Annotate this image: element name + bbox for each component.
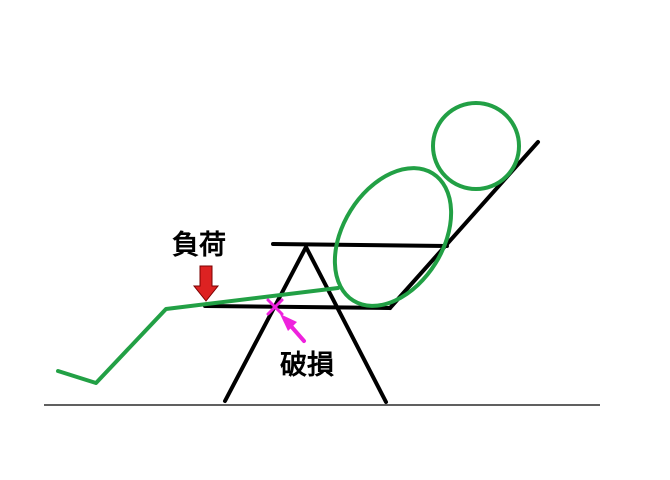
person-head [431,101,521,191]
damage-label: 破損 [280,350,334,381]
chair [203,140,540,404]
chair-seat [203,304,392,310]
person [56,101,521,385]
chair-armrest [271,242,449,248]
pointer-arrow-icon [280,314,306,343]
load-label: 負荷 [172,230,226,261]
chair-legs [223,245,388,404]
down-arrow-icon [192,265,220,302]
person-torso [332,166,454,308]
person-leg [56,286,340,385]
cross-mark-icon [266,298,284,316]
